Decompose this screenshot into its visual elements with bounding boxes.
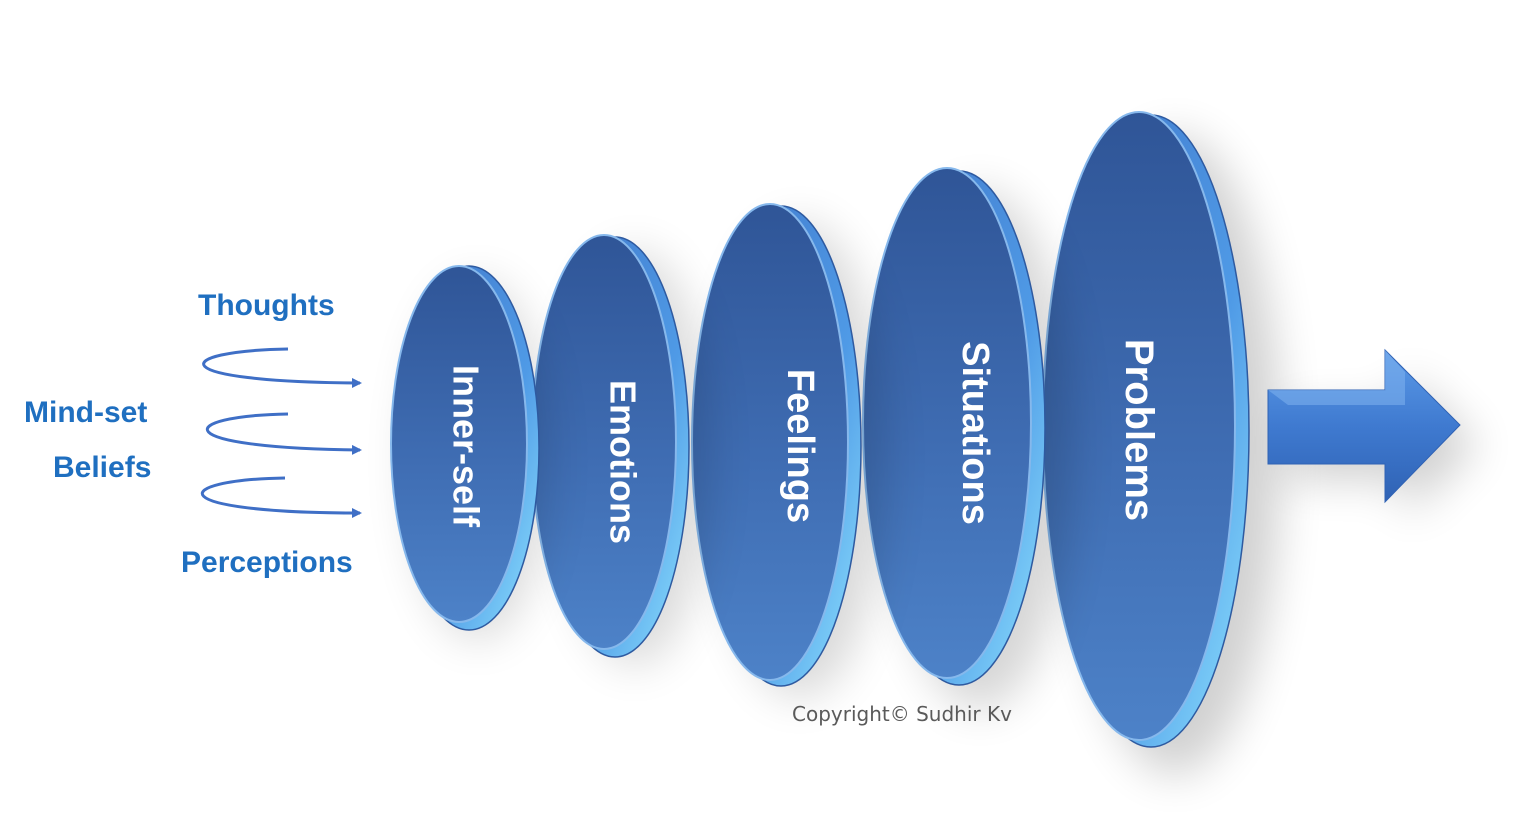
label-mindset: Mind-set	[24, 396, 148, 429]
curl-arrow-mindset-beliefs	[206, 412, 362, 455]
disc-label-emotions: Emotions	[603, 380, 644, 544]
copyright-notice: Copyright© Sudhir Kv	[792, 702, 1012, 726]
label-beliefs: Beliefs	[53, 451, 152, 484]
input-curl-arrows	[201, 347, 362, 518]
disc-feelings: Feelings	[691, 203, 885, 698]
curl-arrow-perceptions	[201, 476, 362, 518]
disc-label-problems: Problems	[1117, 339, 1161, 521]
curl-arrow-thoughts	[202, 347, 362, 388]
label-thoughts: Thoughts	[198, 289, 335, 322]
disc-label-inner-self: Inner-self	[446, 365, 487, 528]
disc-problems: Problems	[1042, 111, 1280, 775]
disc-inner-self: Inner-self	[390, 265, 548, 640]
disc-label-feelings: Feelings	[779, 369, 821, 523]
disc-situations: Situations	[862, 167, 1072, 710]
label-perceptions: Perceptions	[181, 546, 353, 579]
output-arrow	[1267, 348, 1478, 518]
disc-emotions: Emotions	[531, 234, 710, 666]
disc-label-situations: Situations	[954, 341, 996, 525]
